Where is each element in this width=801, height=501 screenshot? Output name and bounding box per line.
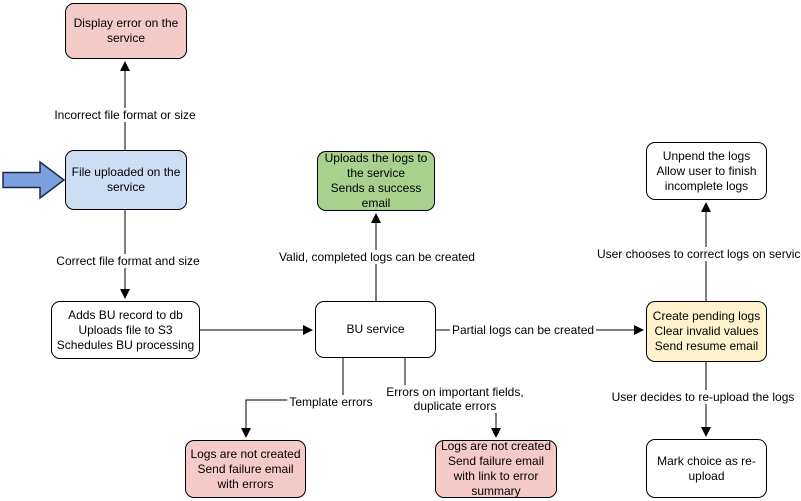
edge-label-partial-logs: Partial logs can be created [449, 323, 597, 337]
node-unpend-logs: Unpend the logs Allow user to finish inc… [646, 142, 767, 200]
node-file-uploaded: File uploaded on the service [65, 150, 187, 210]
node-mark-reupload: Mark choice as re-upload [646, 439, 767, 498]
node-logs-not-created-fields-label: Logs are not created Send failure email … [440, 439, 552, 498]
node-uploads-logs-success-label: Uploads the logs to the service Sends a … [324, 151, 428, 210]
node-bu-service: BU service [315, 301, 436, 358]
node-create-pending-logs: Create pending logs Clear invalid values… [646, 301, 767, 362]
node-bu-service-label: BU service [346, 322, 405, 336]
node-logs-not-created-template-label: Logs are not created Send failure email … [190, 446, 301, 491]
node-logs-not-created-template: Logs are not created Send failure email … [185, 440, 306, 498]
node-file-uploaded-label: File uploaded on the service [71, 165, 181, 194]
node-logs-not-created-fields: Logs are not created Send failure email … [435, 439, 557, 498]
node-unpend-logs-label: Unpend the logs Allow user to finish inc… [656, 148, 757, 193]
edge-label-correct-format: Correct file format and size [54, 254, 202, 268]
node-display-error-label: Display error on the service [73, 16, 179, 45]
edge-label-valid-completed: Valid, completed logs can be created [277, 250, 477, 264]
edge-label-user-reuploads: User decides to re-upload the logs [609, 390, 797, 404]
node-display-error: Display error on the service [65, 3, 187, 59]
node-mark-reupload-label: Mark choice as re-upload [657, 453, 756, 483]
node-adds-bu-record-label: Adds BU record to db Uploads file to S3 … [56, 307, 195, 352]
node-uploads-logs-success: Uploads the logs to the service Sends a … [317, 151, 435, 211]
node-create-pending-logs-label: Create pending logs Clear invalid values… [652, 309, 761, 353]
edge-label-incorrect-format: Incorrect file format or size [52, 108, 198, 122]
edge-label-user-corrects: User chooses to correct logs on service [594, 247, 801, 261]
edge-label-important-field-errors: Errors on important fields, duplicate er… [378, 385, 532, 413]
flow-entry-arrow-icon [2, 160, 66, 200]
edge-label-template-errors: Template errors [287, 395, 375, 409]
node-adds-bu-record: Adds BU record to db Uploads file to S3 … [51, 301, 200, 359]
